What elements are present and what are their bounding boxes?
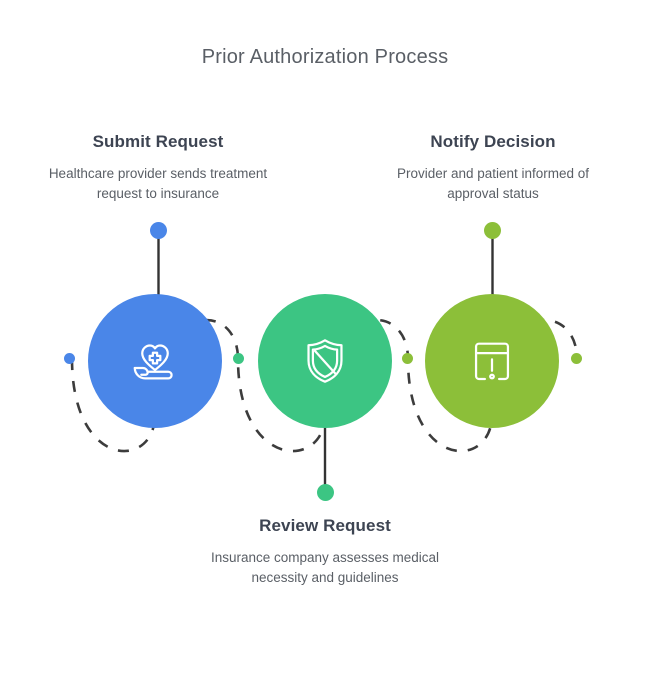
step-description-submit: Healthcare provider sends treatment requ… [48,166,268,201]
alert-panel-exclamation-icon [474,342,510,381]
step-heading-notify: Notify Decision [430,132,556,151]
step-circle-notify[interactable] [425,294,559,428]
node-dot-review [317,484,334,501]
wave-dot-mid2 [402,353,413,364]
step-description-review: Insurance company assesses medical neces… [210,550,440,585]
step-heading-submit: Submit Request [92,132,224,151]
step-text-notify: Notify Decision Provider and patient inf… [375,132,611,203]
wave-dot-mid1 [233,353,244,364]
wave-dot-end [571,353,582,364]
page-title: Prior Authorization Process [201,46,449,68]
step-text-submit: Submit Request Healthcare provider sends… [40,132,276,203]
hand-holding-heart-medical-icon [133,344,173,380]
step-text-review: Review Request Insurance company assesse… [207,516,443,587]
node-dot-notify [484,222,501,239]
step-heading-review: Review Request [259,516,391,535]
step-description-notify: Provider and patient informed of approva… [396,166,590,201]
wave-dot-start [64,353,75,364]
step-circle-review[interactable] [258,294,392,428]
shield-icon [307,339,343,383]
step-circle-submit[interactable] [88,294,222,428]
node-dot-submit [150,222,167,239]
